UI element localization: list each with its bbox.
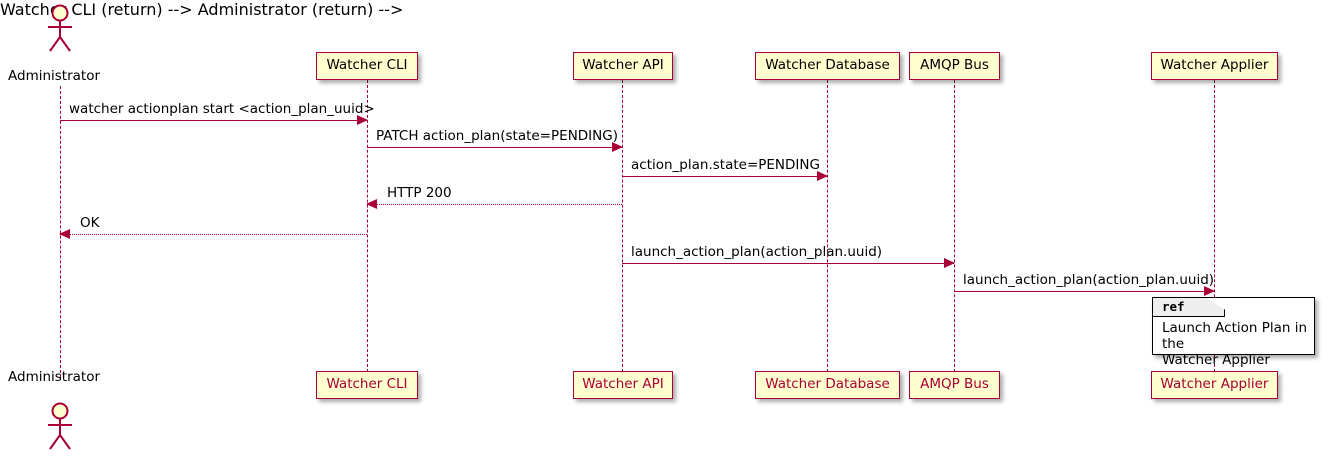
arrowhead-right-icon	[1204, 286, 1215, 296]
arrowhead-left-icon	[59, 229, 70, 239]
message-line	[60, 120, 367, 121]
message-label: launch_action_plan(action_plan.uuid)	[963, 271, 1215, 288]
participant-box-watcher-database-top[interactable]: Watcher Database	[755, 52, 900, 80]
arrowhead-left-icon	[366, 199, 377, 209]
lifeline-watcher-applier	[1214, 80, 1215, 372]
ref-fragment[interactable]: ref Launch Action Plan in the Watcher Ap…	[1152, 297, 1315, 368]
message-label: watcher actionplan start <action_plan_uu…	[69, 100, 375, 117]
participant-box-amqp-bus-bottom[interactable]: AMQP Bus	[909, 371, 1000, 399]
lifeline-watcher-cli	[367, 80, 368, 372]
message-label: launch_action_plan(action_plan.uuid)	[631, 243, 883, 260]
participant-box-amqp-bus-top[interactable]: AMQP Bus	[909, 52, 1000, 80]
participant-box-watcher-cli-bottom[interactable]: Watcher CLI	[316, 371, 418, 399]
message-line	[622, 263, 954, 264]
lifeline-watcher-api	[622, 80, 623, 372]
participant-box-watcher-applier-bottom[interactable]: Watcher Applier	[1151, 371, 1278, 399]
participant-box-watcher-applier-top[interactable]: Watcher Applier	[1151, 52, 1278, 80]
arrowhead-right-icon	[944, 258, 955, 268]
actor-figure-bottom	[48, 402, 72, 450]
arrowhead-right-icon	[357, 115, 368, 125]
message-label: PATCH action_plan(state=PENDING)	[376, 127, 618, 144]
actor-label-top: Administrator	[8, 68, 101, 84]
lifeline-watcher-database	[827, 80, 828, 372]
message-label: OK	[80, 214, 100, 231]
message-line	[367, 147, 622, 148]
participant-box-watcher-database-bottom[interactable]: Watcher Database	[755, 371, 900, 399]
actor-figure-top	[48, 4, 72, 52]
actor-label-bottom: Administrator	[8, 369, 101, 385]
message-line	[60, 234, 367, 235]
ref-fragment-text: Launch Action Plan in the Watcher Applie…	[1162, 320, 1308, 368]
message-line	[367, 204, 622, 205]
participant-box-watcher-api-top[interactable]: Watcher API	[573, 52, 673, 80]
lifeline-amqp-bus	[954, 80, 955, 372]
message-label: action_plan.state=PENDING	[631, 156, 820, 173]
message-line	[622, 176, 827, 177]
participant-box-watcher-api-bottom[interactable]: Watcher API	[573, 371, 673, 399]
message-label: HTTP 200	[387, 184, 452, 201]
arrowhead-right-icon	[817, 171, 828, 181]
ref-keyword-tab: ref	[1153, 298, 1225, 317]
message-line	[954, 291, 1214, 292]
participant-box-watcher-cli-top[interactable]: Watcher CLI	[316, 52, 418, 80]
arrowhead-right-icon	[612, 142, 623, 152]
